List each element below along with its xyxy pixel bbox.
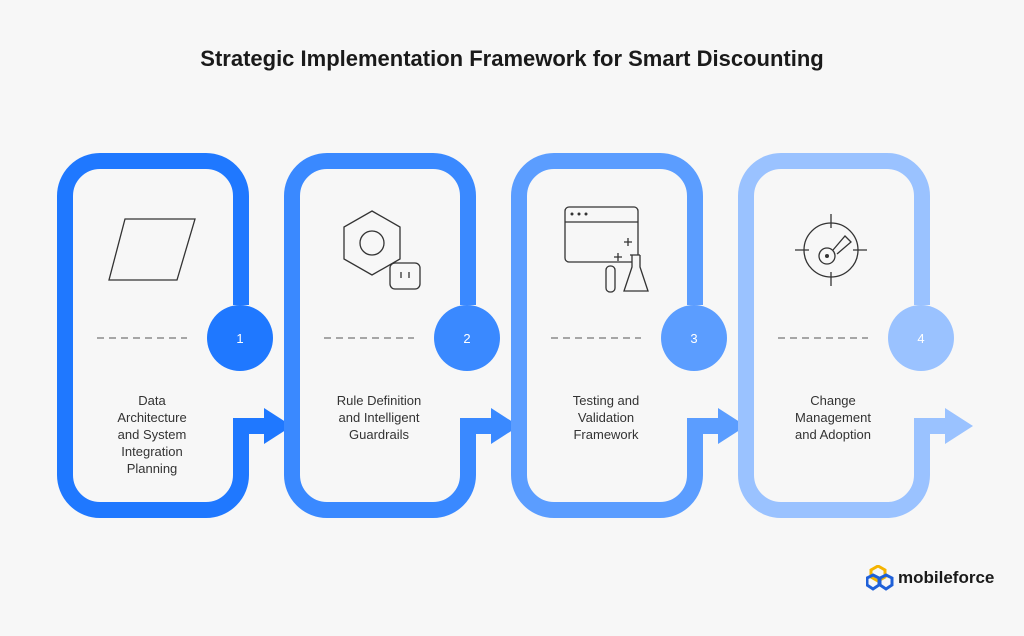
arrow-icon (718, 408, 746, 444)
step-number: 4 (917, 331, 924, 346)
browser-lab-flask-icon (564, 206, 649, 293)
step-number: 3 (690, 331, 697, 346)
step-frame-3 (511, 153, 722, 518)
arrow-icon (264, 408, 292, 444)
step-frame-2 (284, 153, 495, 518)
logo: mobileforce (866, 565, 994, 591)
page-title: Strategic Implementation Framework for S… (200, 46, 824, 71)
logo-text: mobileforce (898, 568, 995, 587)
mobileforce-logo-icon (866, 565, 894, 591)
step-number-badge (888, 305, 954, 371)
arrow-icon (491, 408, 519, 444)
step-number: 2 (463, 331, 470, 346)
step-frame-4 (738, 153, 949, 518)
hexagon-robot-icon (343, 210, 421, 290)
step-number: 1 (236, 331, 243, 346)
step-number-badge (207, 305, 273, 371)
step-frame-1 (57, 153, 268, 518)
step-number-badge (661, 305, 727, 371)
target-key-icon (795, 214, 867, 286)
arrow-icon (945, 408, 973, 444)
parallelogram-icon (108, 218, 196, 281)
step-number-badge (434, 305, 500, 371)
